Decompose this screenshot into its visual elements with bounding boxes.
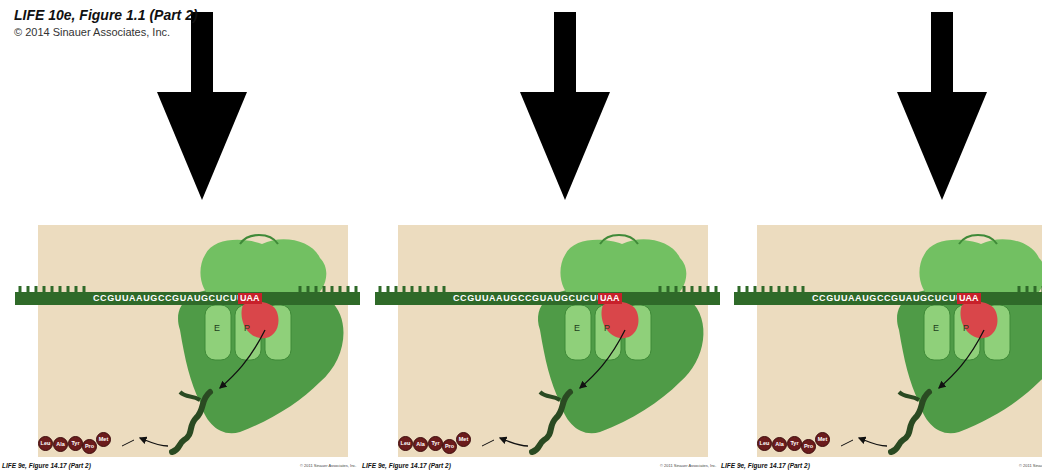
amino-acid-name: Pro bbox=[804, 444, 813, 450]
down-arrow bbox=[897, 12, 987, 200]
amino-acid-bead: Tyr bbox=[428, 436, 443, 451]
amino-acid-name: Leu bbox=[760, 441, 770, 447]
copyright-note: © 2014 Sinauer Associates, Inc. bbox=[14, 27, 170, 38]
ribosome-panel bbox=[375, 225, 720, 457]
site-letter: P bbox=[604, 324, 610, 333]
panel-caption: LIFE 9e, Figure 14.17 (Part 2) bbox=[2, 463, 91, 470]
amino-acid-bead: Leu bbox=[398, 436, 413, 451]
copyright-note: © 2011 Sinauer Associates, Inc. bbox=[1019, 464, 1042, 468]
amino-acid-bead: Tyr bbox=[787, 436, 802, 451]
amino-acid-name: Pro bbox=[445, 444, 454, 450]
amino-acid-bead: Met bbox=[96, 432, 111, 447]
mrna-sequence: CCGUUAAUGCCGUAUGCUCUU bbox=[93, 294, 244, 303]
stop-codon: UAA bbox=[957, 293, 981, 304]
amino-acid-name: Leu bbox=[401, 441, 411, 447]
amino-acid-name: Pro bbox=[85, 444, 94, 450]
down-arrow bbox=[157, 12, 247, 200]
amino-acid-name: Ala bbox=[56, 442, 65, 448]
amino-acid-bead: Met bbox=[815, 432, 830, 447]
site-letter: P bbox=[244, 324, 250, 333]
panel-caption: LIFE 9e, Figure 14.17 (Part 2) bbox=[721, 463, 810, 470]
site-letter: E bbox=[214, 324, 220, 333]
amino-acid-name: Tyr bbox=[71, 441, 79, 447]
ribosome-panel bbox=[15, 225, 360, 457]
amino-acid-bead: Pro bbox=[442, 439, 457, 454]
amino-acid-name: Met bbox=[459, 437, 468, 443]
amino-acid-name: Tyr bbox=[790, 441, 798, 447]
amino-acid-bead: Ala bbox=[413, 437, 428, 452]
stop-codon: UAA bbox=[238, 293, 262, 304]
panel-caption: LIFE 9e, Figure 14.17 (Part 2) bbox=[362, 463, 451, 470]
down-arrow bbox=[520, 12, 610, 200]
copyright-note: © 2011 Sinauer Associates, Inc. bbox=[660, 464, 716, 468]
mrna-sequence: CCGUUAAUGCCGUAUGCUCUU bbox=[812, 294, 963, 303]
stop-codon: UAA bbox=[598, 293, 622, 304]
amino-acid-bead: Met bbox=[456, 432, 471, 447]
ribosome-panel bbox=[734, 225, 1042, 457]
amino-acid-name: Ala bbox=[775, 442, 784, 448]
amino-acid-bead: Leu bbox=[757, 436, 772, 451]
amino-acid-name: Met bbox=[818, 437, 827, 443]
figure-title: LIFE 10e, Figure 1.1 (Part 2) bbox=[14, 8, 198, 22]
amino-acid-bead: Pro bbox=[801, 439, 816, 454]
amino-acid-name: Leu bbox=[41, 441, 51, 447]
mrna-sequence: CCGUUAAUGCCGUAUGCUCUU bbox=[453, 294, 604, 303]
site-letter: E bbox=[574, 324, 580, 333]
site-letter: E bbox=[933, 324, 939, 333]
amino-acid-name: Tyr bbox=[431, 441, 439, 447]
amino-acid-name: Ala bbox=[416, 442, 425, 448]
site-letter: P bbox=[963, 324, 969, 333]
amino-acid-name: Met bbox=[99, 437, 108, 443]
amino-acid-bead: Leu bbox=[38, 436, 53, 451]
amino-acid-bead: Ala bbox=[53, 437, 68, 452]
amino-acid-bead: Ala bbox=[772, 437, 787, 452]
amino-acid-bead: Tyr bbox=[68, 436, 83, 451]
copyright-note: © 2011 Sinauer Associates, Inc. bbox=[300, 464, 356, 468]
amino-acid-bead: Pro bbox=[82, 439, 97, 454]
